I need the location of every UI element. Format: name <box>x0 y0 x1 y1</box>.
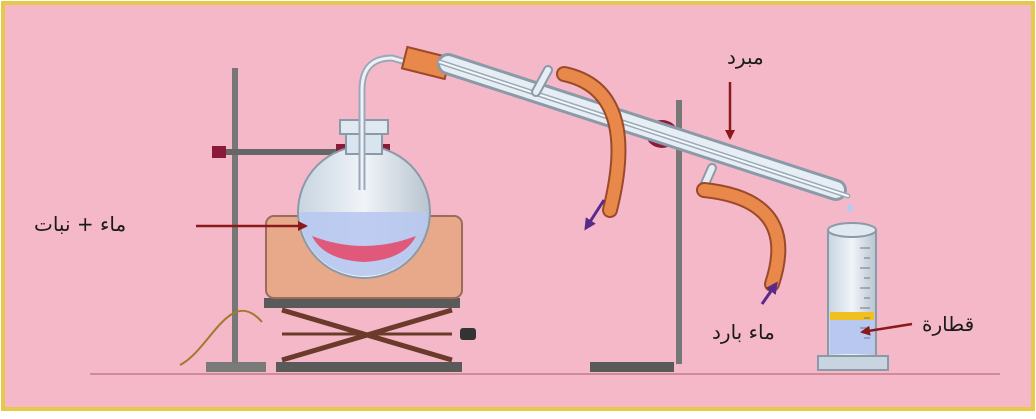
droplet <box>847 204 853 212</box>
background-panel <box>3 3 1033 409</box>
water-plant-label: ماء + نبات <box>34 212 126 236</box>
cold-water-label: ماء بارد <box>712 320 775 344</box>
distillate-label: قطارة <box>922 312 974 336</box>
cooler-label: مبرد <box>727 45 764 69</box>
distillate-layer <box>830 312 874 320</box>
